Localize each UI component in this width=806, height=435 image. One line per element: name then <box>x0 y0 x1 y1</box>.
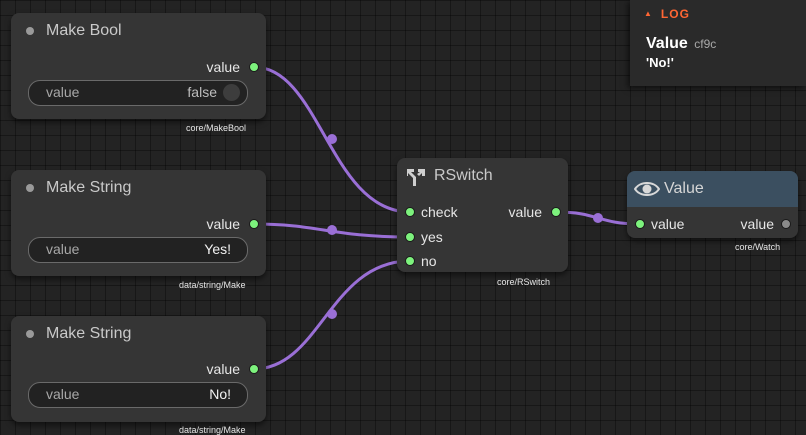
output-label: value <box>508 204 542 220</box>
widget-label: value <box>46 386 80 402</box>
input-label-yes: yes <box>421 229 443 245</box>
output-label: value <box>740 216 774 232</box>
bool-toggle-widget[interactable]: value false <box>28 80 248 106</box>
string-input-widget[interactable]: value No! <box>28 382 248 408</box>
input-slot-yes[interactable] <box>405 232 415 242</box>
node-title: Make Bool <box>46 22 122 39</box>
widget-value: false <box>187 84 217 100</box>
input-label: value <box>651 216 685 232</box>
node-type-label: core/Watch <box>735 242 781 252</box>
toggle-knob-icon[interactable] <box>223 84 240 101</box>
input-slot-no[interactable] <box>405 256 415 266</box>
node-watch[interactable]: Value value value <box>627 171 798 238</box>
node-title-bar[interactable]: RSwitch <box>397 158 568 194</box>
input-slot[interactable] <box>635 219 645 229</box>
node-title: Value <box>664 180 704 197</box>
string-input-widget[interactable]: value Yes! <box>28 237 248 263</box>
input-label-check: check <box>421 204 458 220</box>
log-entry-name: Value <box>646 35 688 52</box>
output-slot[interactable] <box>249 62 259 72</box>
node-title-bar[interactable]: Make Bool <box>11 13 266 49</box>
widget-label: value <box>46 241 80 257</box>
node-title-bar[interactable]: Value <box>627 171 798 207</box>
collapse-dot-icon[interactable] <box>26 184 34 192</box>
widget-value: No! <box>209 386 231 402</box>
log-entry-id: cf9c <box>694 37 717 51</box>
wire-midpoint-4[interactable] <box>593 213 603 223</box>
node-title-bar[interactable]: Make String <box>11 316 266 352</box>
log-header-label: LOG <box>660 7 690 21</box>
wire-yes-to-yes[interactable] <box>253 222 411 239</box>
node-rswitch[interactable]: RSwitch check yes no value <box>397 158 568 272</box>
node-title: RSwitch <box>434 167 493 184</box>
node-make-bool[interactable]: Make Bool value value false <box>11 13 266 119</box>
eye-icon <box>634 182 660 196</box>
node-type-label: core/RSwitch <box>497 277 551 287</box>
input-label-no: no <box>421 253 437 269</box>
node-type-label: core/MakeBool <box>186 123 247 133</box>
node-title: Make String <box>46 179 132 196</box>
output-slot[interactable] <box>551 207 561 217</box>
log-header[interactable]: ▲ LOG <box>644 7 690 21</box>
node-title: Make String <box>46 325 132 342</box>
log-entry-value: 'No!' <box>646 55 674 70</box>
output-label: value <box>206 216 240 232</box>
input-slot-check[interactable] <box>405 207 415 217</box>
node-type-label: data/string/Make <box>179 280 246 290</box>
wire-midpoint-3[interactable] <box>327 309 337 319</box>
node-type-label: data/string/Make <box>179 425 246 435</box>
collapse-dot-icon[interactable] <box>26 27 34 35</box>
wire-bool-to-check[interactable] <box>253 65 411 214</box>
collapse-dot-icon[interactable] <box>26 330 34 338</box>
log-panel[interactable]: ▲ LOG Value cf9c 'No!' <box>630 0 806 86</box>
switch-branch-icon <box>407 169 425 186</box>
output-slot[interactable] <box>781 219 791 229</box>
wire-midpoint-1[interactable] <box>327 134 337 144</box>
wire-no-to-no[interactable] <box>253 259 411 371</box>
node-make-string-yes[interactable]: Make String value value Yes! <box>11 170 266 276</box>
output-slot[interactable] <box>249 364 259 374</box>
widget-value: Yes! <box>204 241 231 257</box>
wire-midpoint-2[interactable] <box>327 225 337 235</box>
node-make-string-no[interactable]: Make String value value No! <box>11 316 266 422</box>
log-entry-title: Value cf9c <box>646 35 716 53</box>
output-label: value <box>206 361 240 377</box>
node-title-bar[interactable]: Make String <box>11 170 266 206</box>
widget-label: value <box>46 84 80 100</box>
output-slot[interactable] <box>249 219 259 229</box>
output-label: value <box>206 59 240 75</box>
caret-up-icon[interactable]: ▲ <box>644 9 653 18</box>
